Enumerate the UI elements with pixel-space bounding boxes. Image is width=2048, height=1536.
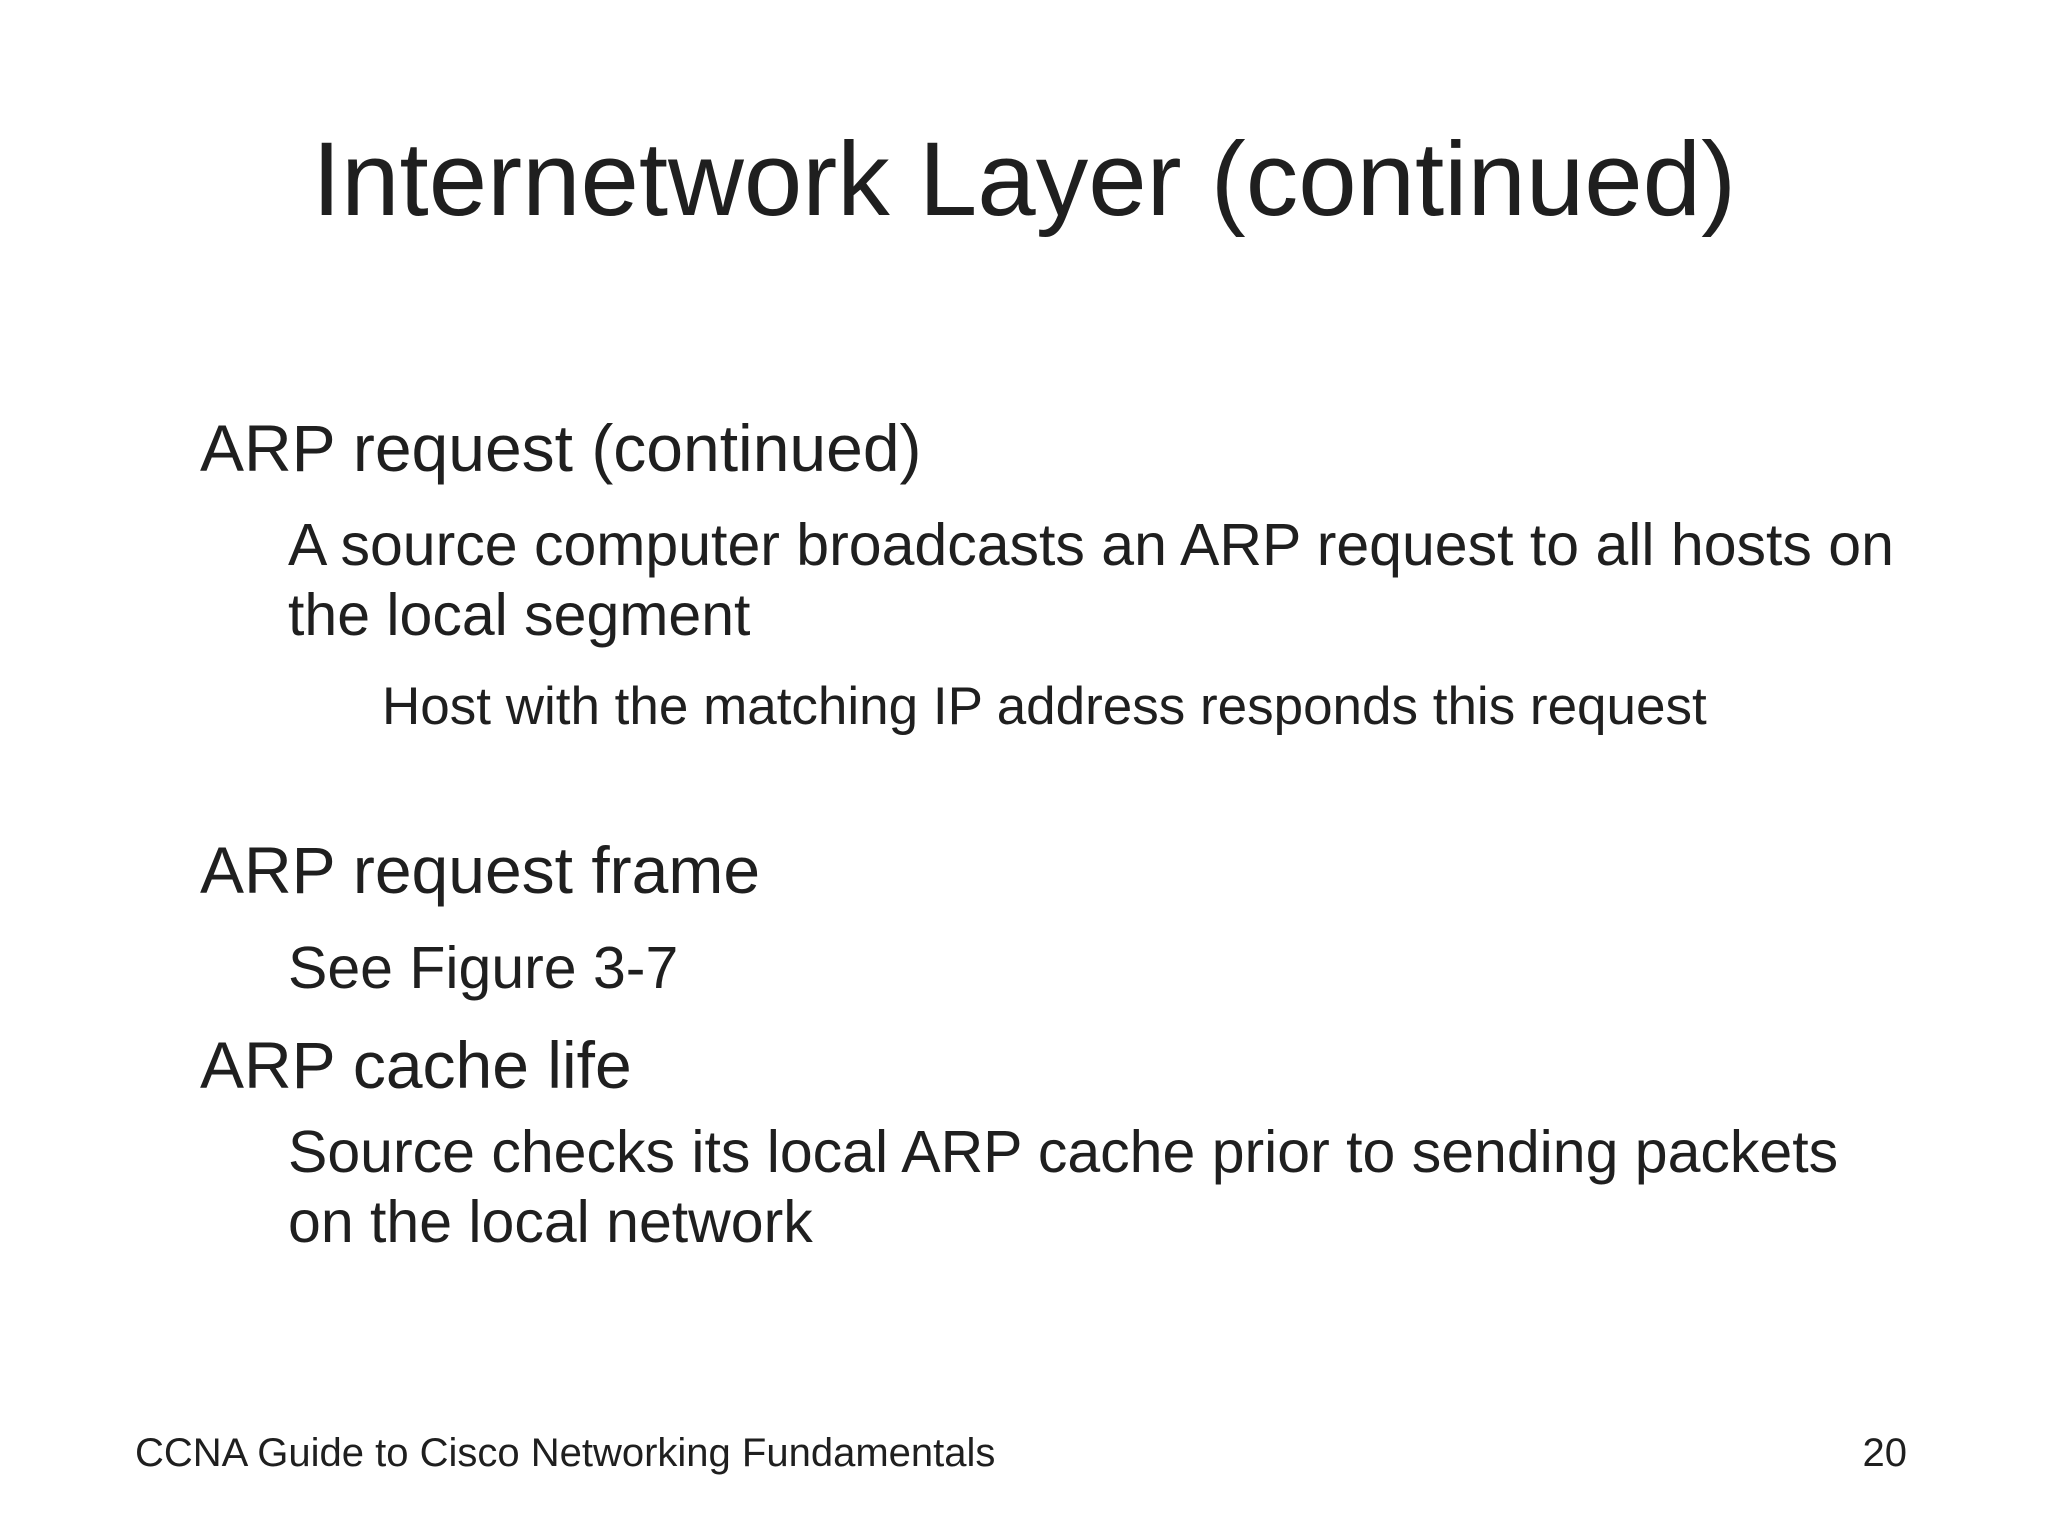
sub-bullet-text: See Figure 3-7 — [288, 935, 679, 1001]
bullet-text: ARP request (continued) — [200, 411, 922, 485]
bullet-item-arp-cache-life: ARP cache life — [125, 1026, 1825, 1105]
sub-bullet-text: Source checks its local ARP cache prior … — [288, 1119, 1839, 1255]
bullet-item-arp-request: ARP request (continued) — [125, 409, 1825, 488]
sub-sub-bullet-host-responds: Host with the matching IP address respon… — [333, 673, 1712, 741]
sub-sub-bullet-text: Host with the matching IP address respon… — [382, 677, 1707, 736]
bullet-item-arp-request-frame: ARP request frame — [125, 831, 1825, 910]
sub-bullet-see-figure: See Figure 3-7 — [225, 933, 1938, 1003]
sub-bullet-broadcast: A source computer broadcasts an ARP requ… — [225, 510, 1938, 650]
bullet-text: ARP cache life — [200, 1028, 632, 1102]
slide-title: Internetwork Layer (continued) — [311, 121, 1737, 238]
sub-bullet-source-checks: Source checks its local ARP cache prior … — [225, 1117, 1908, 1257]
sub-bullet-text: A source computer broadcasts an ARP requ… — [288, 512, 1894, 648]
footer-page-number: 20 — [1862, 1431, 1908, 1475]
bullet-text: ARP request frame — [200, 833, 761, 907]
footer-book-title: CCNA Guide to Cisco Networking Fundament… — [135, 1431, 996, 1475]
